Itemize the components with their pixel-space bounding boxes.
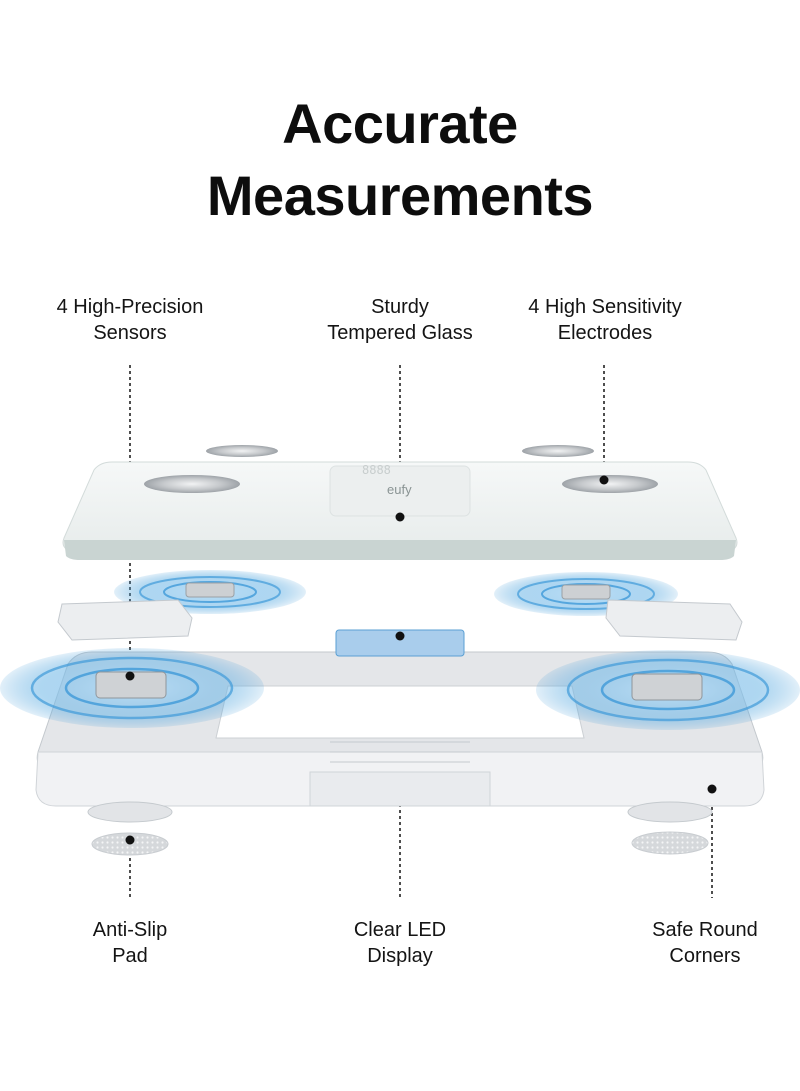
callout-display: Clear LED Display [310,917,490,969]
marker-display [395,631,405,641]
callout-pad: Anti-Slip Pad [40,917,220,969]
headline-line-2: Measurements [206,164,594,227]
callout-electrodes-line-2: Electrodes [557,322,653,344]
marker-corners [707,784,717,794]
callout-sensors-line-1: 4 High-Precision [56,296,204,318]
electrode-front-left [144,475,240,493]
headline: Accurate Measurements [0,88,800,232]
callout-glass: Sturdy Tempered Glass [300,294,500,346]
electrode-back-right [522,445,594,457]
callout-electrodes-line-1: 4 High Sensitivity [528,296,682,318]
callout-display-line-1: Clear LED [353,919,447,941]
corner-cap-right [605,599,743,641]
led-display-board [335,629,465,657]
callout-corners-line-2: Corners [669,945,741,967]
callout-sensors-line-2: Sensors [93,322,167,344]
marker-sensors [125,671,135,681]
callout-display-line-2: Display [367,945,433,967]
headline-line-1: Accurate [282,92,518,155]
callout-glass-line-2: Tempered Glass [327,322,473,344]
foot-right [627,801,713,823]
callout-sensors: 4 High-Precision Sensors [30,294,230,346]
sensor-front-left [0,648,264,728]
electrode-back-left [206,445,278,457]
display-digits: 8888 [362,463,391,477]
electrode-front-right [562,475,658,493]
callout-pad-line-1: Anti-Slip [92,919,168,941]
callout-corners-line-1: Safe Round [652,919,758,941]
sensor-front-right [536,650,800,730]
anti-slip-pad-right [631,831,709,855]
marker-glass [395,512,405,522]
callout-glass-line-1: Sturdy [371,296,429,318]
callout-corners: Safe Round Corners [620,917,790,969]
callout-pad-line-2: Pad [112,945,148,967]
brand-logo: eufy [387,482,412,497]
marker-pad [125,835,135,845]
callout-electrodes: 4 High Sensitivity Electrodes [500,294,710,346]
front-panel [309,771,491,807]
corner-cap-left [57,599,193,641]
marker-electrodes [599,475,609,485]
foot-left [87,801,173,823]
tempered-glass-plate: 8888 eufy [62,445,738,560]
